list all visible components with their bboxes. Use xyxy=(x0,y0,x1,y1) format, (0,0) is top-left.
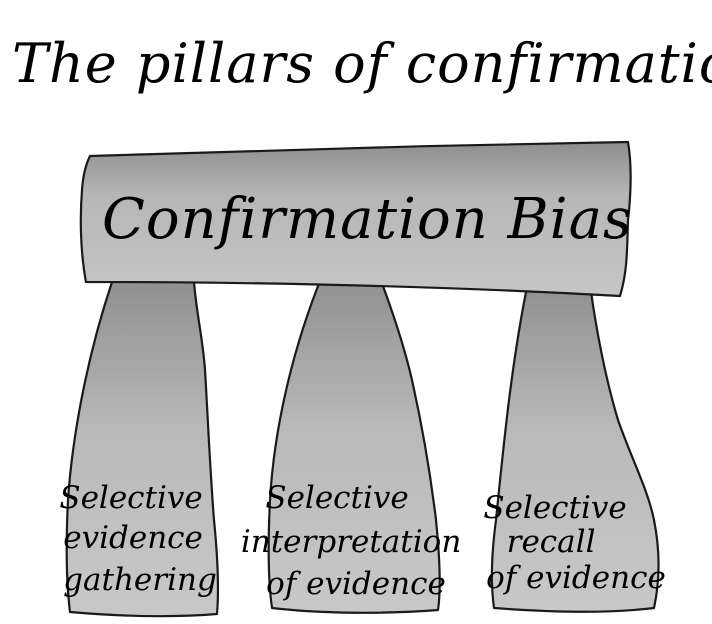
pillar-1-line-1: Selective xyxy=(59,480,202,516)
beam: Confirmation Bias xyxy=(79,140,633,298)
pillar-3-line-1: Selective xyxy=(483,490,626,526)
pillar-2-line-3: of evidence xyxy=(266,566,446,602)
pillar-3-line-2: recall xyxy=(507,524,596,560)
pillar-1: Selective evidence gathering xyxy=(59,278,220,618)
pillar-3: Selective recall of evidence xyxy=(483,279,666,613)
pillar-1-label: Selective evidence gathering xyxy=(59,480,216,598)
pillar-3-label: Selective recall of evidence xyxy=(483,490,665,596)
pillar-1-line-2: evidence xyxy=(63,520,203,556)
diagram-title: The pillars of confirmation bias xyxy=(12,32,712,95)
pillar-3-line-3: of evidence xyxy=(486,560,666,596)
pillar-2-line-1: Selective xyxy=(265,480,408,516)
pillar-1-line-3: gathering xyxy=(63,562,217,598)
pillar-2: Selective interpretation of evidence xyxy=(241,273,471,614)
beam-label: Confirmation Bias xyxy=(102,187,633,252)
pillar-2-line-2: interpretation xyxy=(241,524,461,560)
pillar-2-label: Selective interpretation of evidence xyxy=(241,480,471,602)
